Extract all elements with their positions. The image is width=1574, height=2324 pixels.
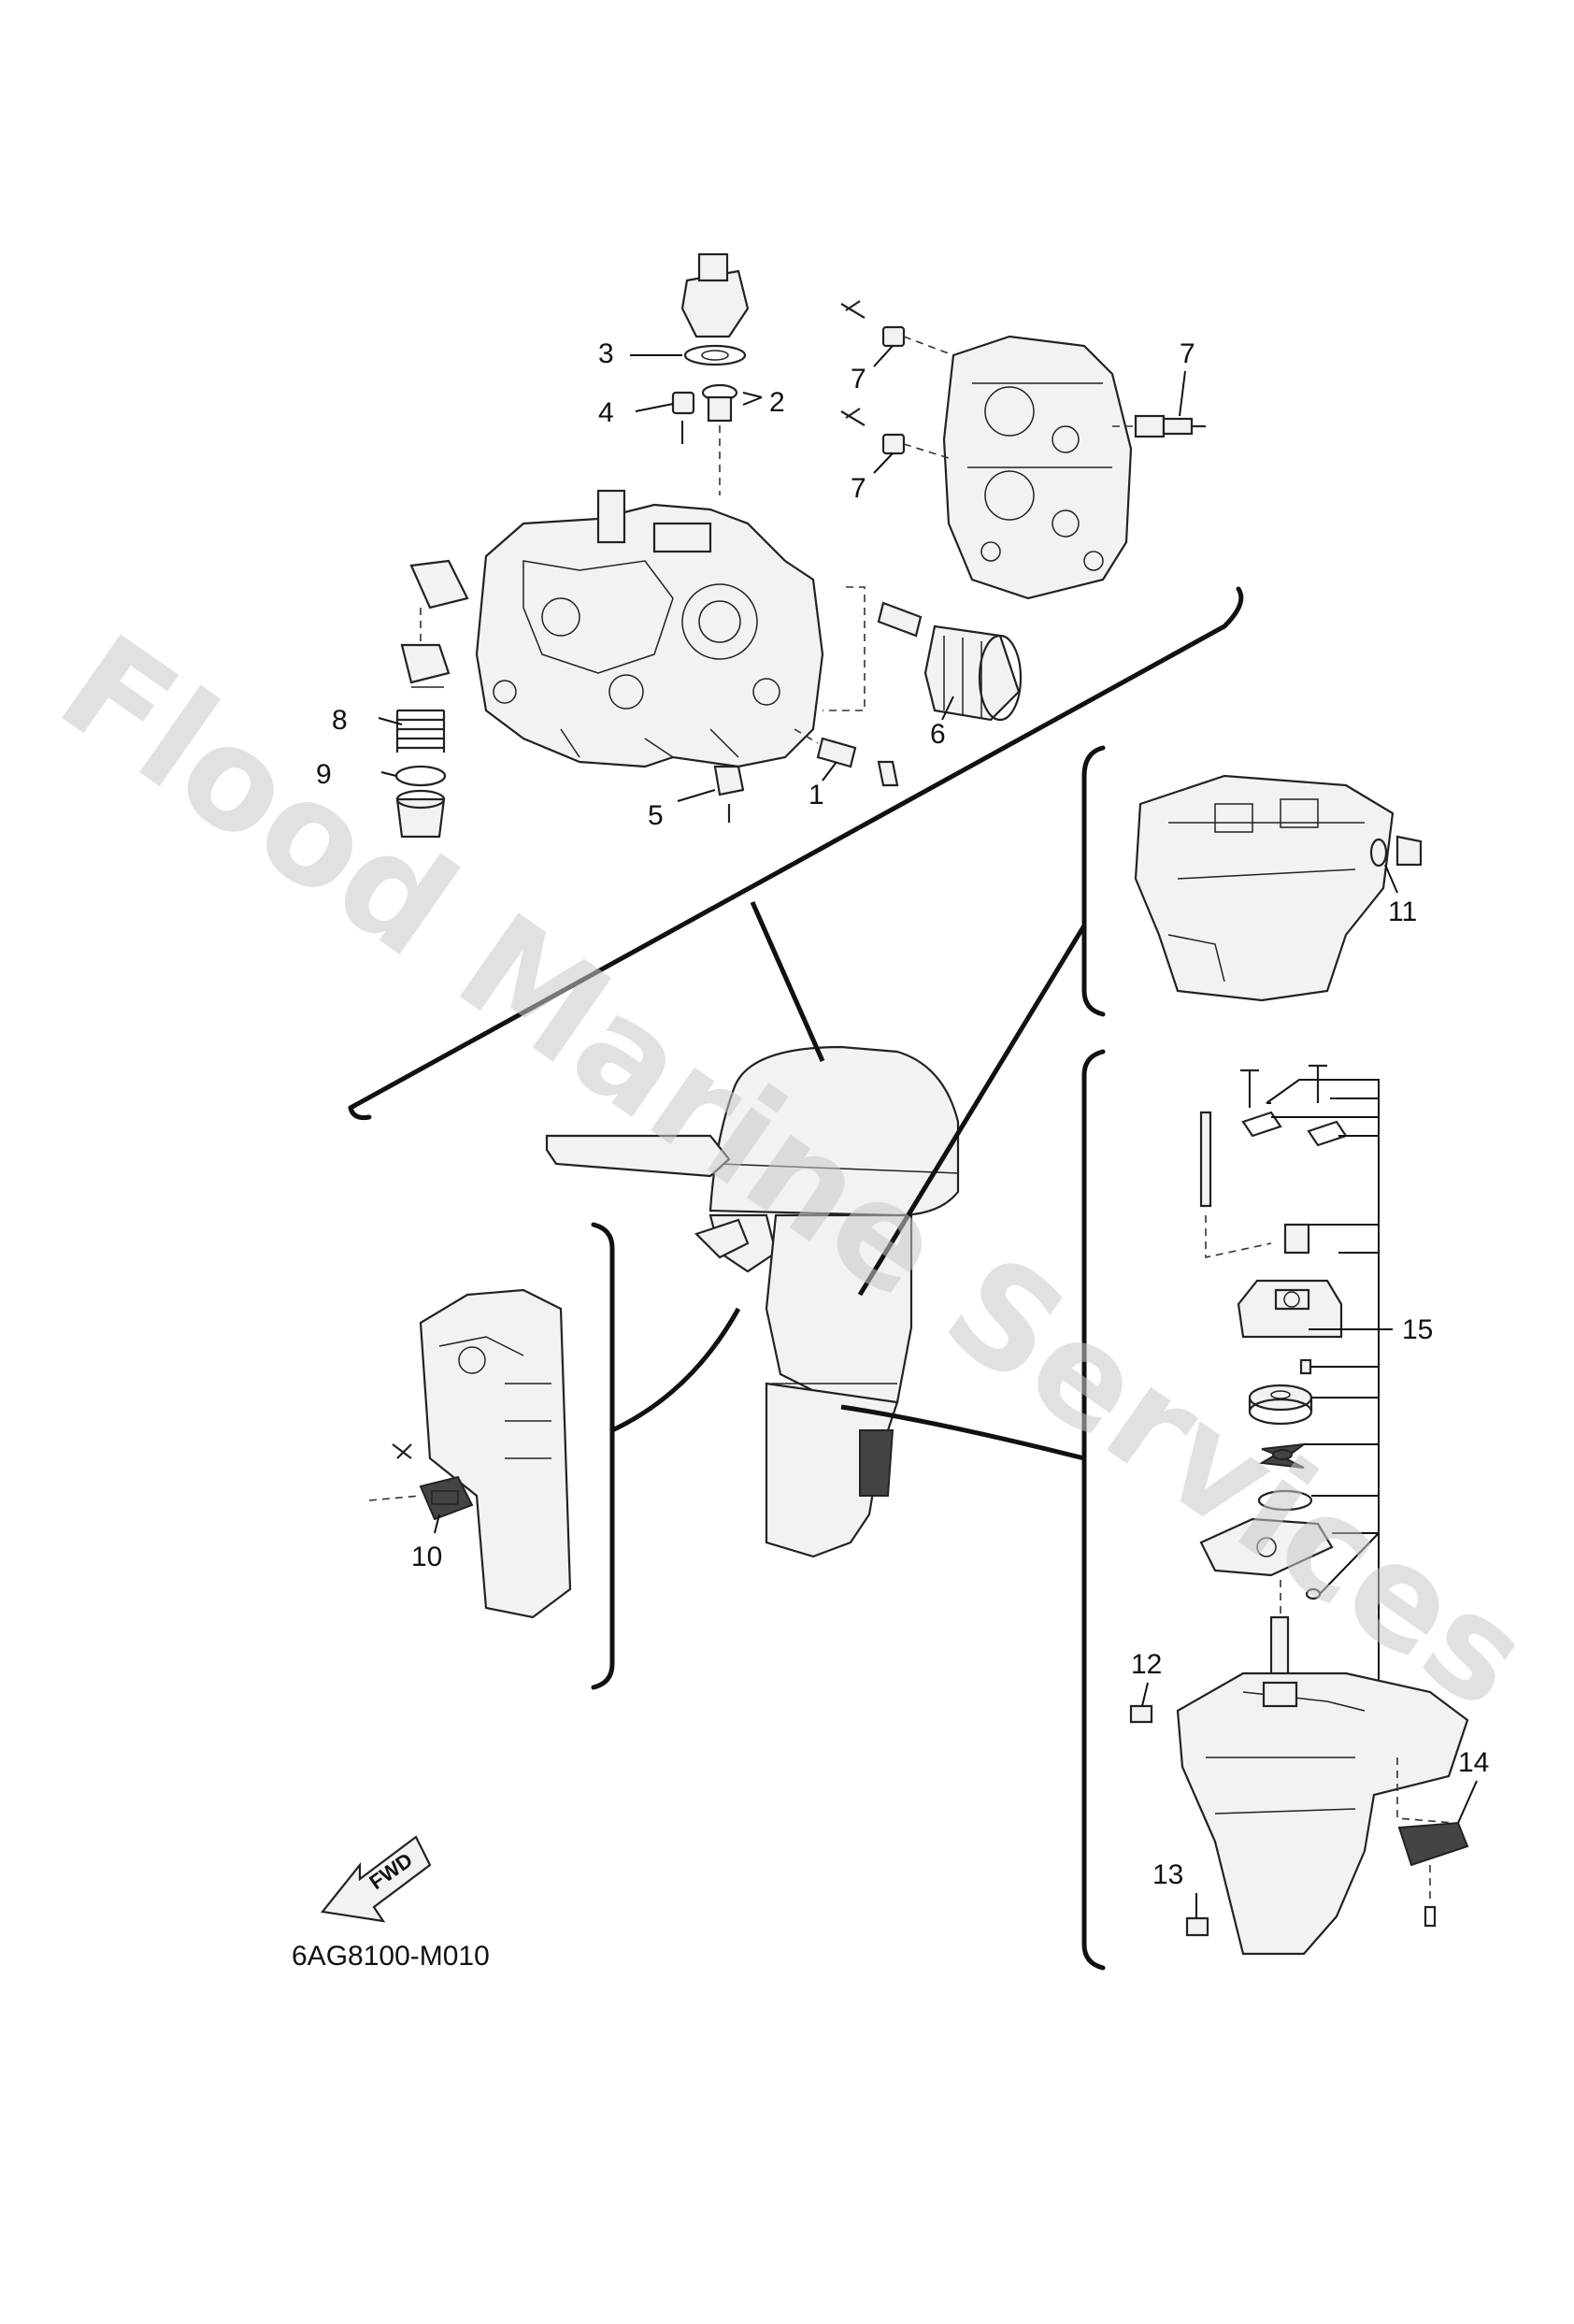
callout-labels: 3 2 4 7 7 7 6 8 9 1 5 11 10 15 12 14 13 xyxy=(316,338,1489,1890)
trim-tab-anode xyxy=(1397,1821,1469,1928)
callout-7-upper: 7 xyxy=(851,364,866,395)
cylinder-block-assembly xyxy=(394,252,1023,839)
oil-filter xyxy=(923,624,1023,722)
outer-plate xyxy=(1199,1517,1334,1577)
callout-3: 3 xyxy=(598,338,614,369)
drain-plug xyxy=(395,789,446,839)
water-pump-assembly xyxy=(1199,1064,1393,1685)
callout-14: 14 xyxy=(1458,1747,1489,1778)
callout-12: 11 xyxy=(1388,897,1417,927)
callout-8: 7 xyxy=(1180,338,1195,369)
bracket-clip xyxy=(713,765,745,796)
screw-lower xyxy=(1185,1916,1209,1937)
cylinder-head-assembly xyxy=(840,300,1206,600)
thermostat-cover xyxy=(680,252,750,338)
upper-casing-assembly xyxy=(1134,774,1423,1002)
bolt-collar-upper xyxy=(840,300,954,356)
gasket-plug xyxy=(1369,838,1388,868)
thermostat-gasket xyxy=(683,344,747,366)
drawing-code: 6AG8100-M010 xyxy=(292,1941,490,1972)
screw-upper xyxy=(1129,1704,1153,1724)
callout-4: 4 xyxy=(598,397,614,428)
callout-13-upper: 12 xyxy=(1131,1649,1162,1680)
callout-5: 5 xyxy=(648,800,664,831)
callout-6: 6 xyxy=(930,719,946,750)
watermark-text: Flood Marine Services xyxy=(32,605,1556,1741)
collar xyxy=(671,391,695,415)
callout-2: 2 xyxy=(769,387,785,418)
callout-13-lower: 13 xyxy=(1152,1859,1183,1890)
outboard-silhouette xyxy=(545,1045,960,1558)
impeller xyxy=(1258,1442,1308,1469)
pump-o-ring xyxy=(1257,1489,1313,1512)
pressure-control-valve xyxy=(400,559,469,688)
leader-lines xyxy=(378,345,1478,1918)
callout-15: 15 xyxy=(1402,1314,1433,1345)
thermostat xyxy=(701,383,738,423)
callout-11: 10 xyxy=(411,1542,442,1572)
callout-10: 9 xyxy=(316,759,332,790)
spring xyxy=(395,709,446,753)
fwd-arrow: FWD xyxy=(320,1835,432,1923)
callout-7-lower: 7 xyxy=(851,473,866,504)
friction-plate xyxy=(419,1475,474,1521)
spark-plug xyxy=(1134,414,1206,438)
anode-cylinder xyxy=(794,728,899,787)
clamp-bracket-assembly xyxy=(368,1288,572,1619)
lower-unit-assembly xyxy=(1129,1671,1469,1956)
o-ring-small xyxy=(394,765,447,787)
zone-brackets xyxy=(348,586,1244,1971)
callout-9: 8 xyxy=(332,705,348,736)
callout-1: 1 xyxy=(808,780,824,811)
bolt-collar-lower xyxy=(840,408,950,459)
pump-housing xyxy=(1237,1279,1343,1339)
